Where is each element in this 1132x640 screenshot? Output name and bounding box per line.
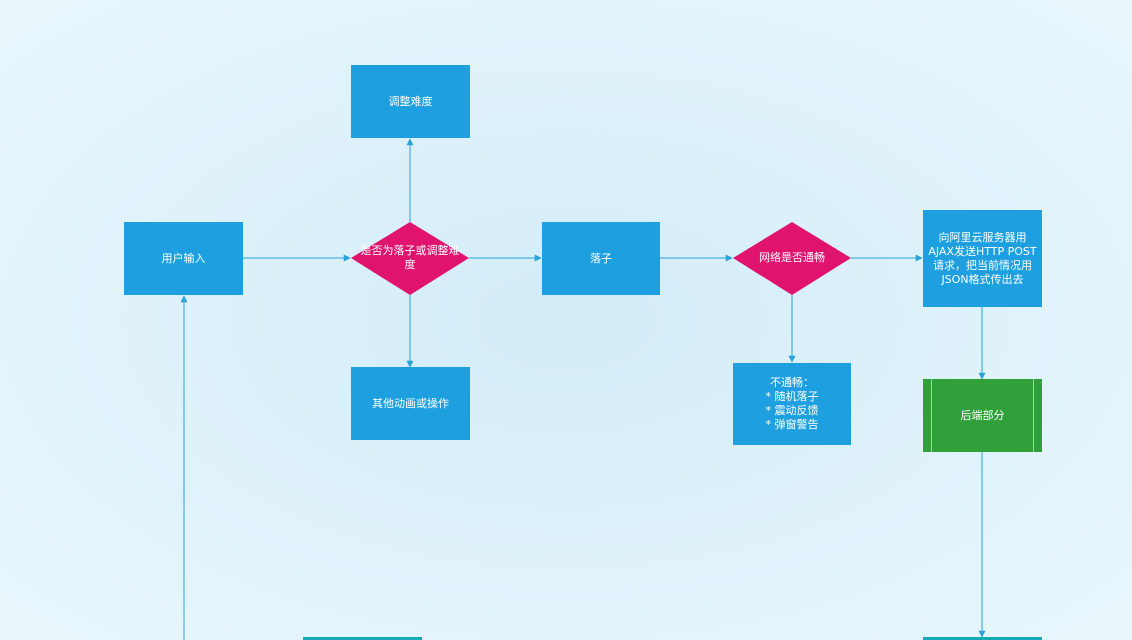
node-offscreen-bottom-right[interactable] [923, 637, 1042, 640]
node-ajax-send[interactable]: 向阿里云服务器用AJAX发送HTTP POST请求，把当前情况用JSON格式传出… [923, 210, 1042, 307]
node-other-animation[interactable]: 其他动画或操作 [351, 367, 470, 440]
node-offscreen-bottom-left[interactable] [303, 637, 422, 640]
node-network-fail[interactable]: 不通畅： * 随机落子 * 震动反馈 * 弹窗警告 [733, 363, 851, 445]
decision-diamond-network[interactable] [733, 222, 851, 295]
node-backend[interactable]: 后端部分 [923, 379, 1042, 452]
node-user-input[interactable]: 用户输入 [124, 222, 243, 295]
node-place-piece[interactable]: 落子 [542, 222, 660, 295]
node-adjust-difficulty[interactable]: 调整难度 [351, 65, 470, 138]
decision-diamond-move[interactable] [351, 222, 469, 295]
